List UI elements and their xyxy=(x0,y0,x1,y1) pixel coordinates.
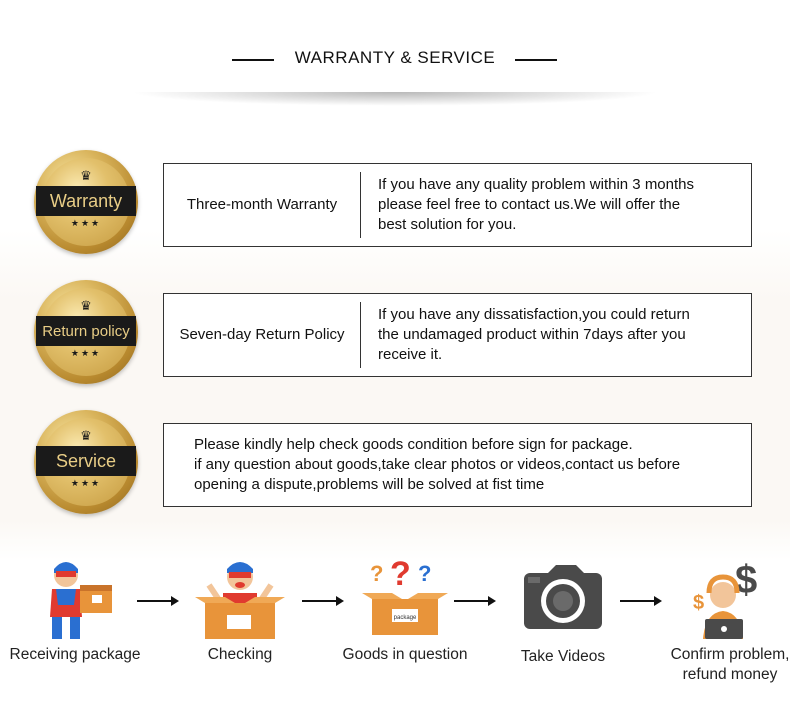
section-title: WARRANTY & SERVICE xyxy=(294,48,496,67)
service-description: Please kindly help check goods condition… xyxy=(194,436,681,493)
service-badge: ♛ Service ★★★ xyxy=(34,410,138,514)
header-shadow xyxy=(130,92,660,106)
warranty-box: Three-month Warranty If you have any qua… xyxy=(163,163,752,247)
box-question-marks-icon: ? ? ? package xyxy=(362,555,448,635)
support-agent-money-icon: $ $ xyxy=(693,558,757,639)
return-policy-badge: ♛ Return policy ★★★ xyxy=(34,280,138,384)
svg-text:$: $ xyxy=(693,592,704,614)
svg-text:package: package xyxy=(394,615,417,621)
arrow-right-icon xyxy=(620,596,662,606)
warranty-badge: ♛ Warranty ★★★ xyxy=(34,150,138,254)
return-policy-description: If you have any dissatisfaction,you coul… xyxy=(378,306,690,363)
header-right-line xyxy=(515,59,557,61)
step-take-videos: Take Videos xyxy=(488,555,638,685)
courier-with-box-icon xyxy=(50,562,112,639)
step-caption: Checking xyxy=(207,646,273,663)
crown-icon: ♛ xyxy=(80,298,92,313)
badge-label: Service xyxy=(55,450,117,471)
stars-icon: ★★★ xyxy=(70,348,102,358)
svg-text:$: $ xyxy=(735,558,757,602)
divider xyxy=(360,302,361,368)
warranty-label: Three-month Warranty xyxy=(186,196,338,213)
step-receiving-package: Receiving package xyxy=(0,555,150,685)
step-caption: refund money xyxy=(682,666,778,683)
step-goods-in-question: ? ? ? package Goods in question xyxy=(330,555,480,685)
step-caption: Goods in question xyxy=(342,646,468,663)
section-header: WARRANTY & SERVICE xyxy=(0,40,790,80)
arrow-right-icon xyxy=(137,596,179,606)
stars-icon: ★★★ xyxy=(70,218,102,228)
step-checking: Checking xyxy=(165,555,315,685)
svg-text:?: ? xyxy=(390,555,411,593)
camera-icon xyxy=(524,565,602,629)
badge-label: Return policy xyxy=(42,322,130,340)
return-policy-box: Seven-day Return Policy If you have any … xyxy=(163,293,752,377)
person-in-box-icon xyxy=(195,562,285,639)
arrow-right-icon xyxy=(454,596,496,606)
badge-label: Warranty xyxy=(49,190,123,211)
step-caption: Confirm problem, xyxy=(670,646,790,663)
return-policy-label: Seven-day Return Policy xyxy=(179,326,345,343)
svg-text:?: ? xyxy=(418,561,431,586)
header-left-line xyxy=(232,59,274,61)
crown-icon: ♛ xyxy=(80,168,92,183)
svg-text:?: ? xyxy=(370,561,383,586)
arrow-right-icon xyxy=(302,596,344,606)
step-caption: Take Videos xyxy=(520,648,606,665)
crown-icon: ♛ xyxy=(80,428,92,443)
stars-icon: ★★★ xyxy=(70,478,102,488)
step-confirm-refund: $ $ Confirm problem, refund money xyxy=(655,555,790,685)
service-box: Please kindly help check goods condition… xyxy=(163,423,752,507)
step-caption: Receiving package xyxy=(9,646,141,663)
warranty-description: If you have any quality problem within 3… xyxy=(378,176,695,233)
divider xyxy=(360,172,361,238)
